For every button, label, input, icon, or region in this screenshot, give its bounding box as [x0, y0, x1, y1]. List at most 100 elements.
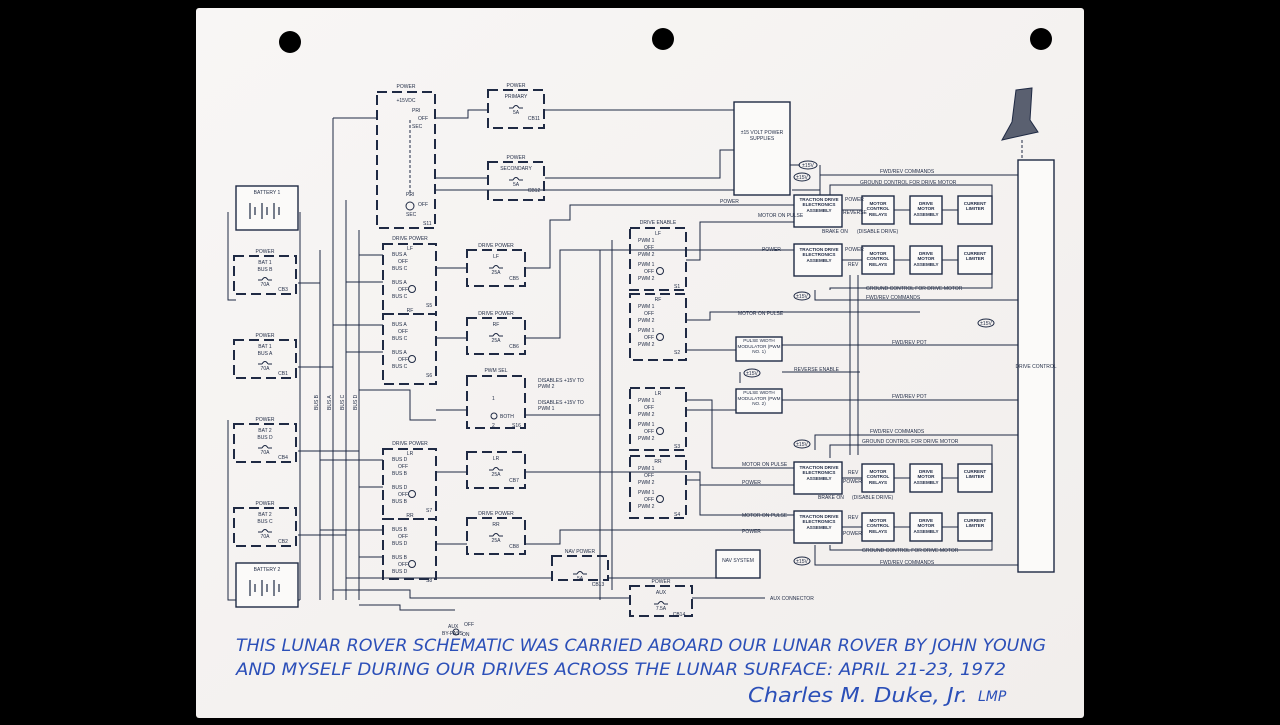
switch-position: SEC — [406, 212, 417, 218]
drive-enable-position: PWM 1 — [638, 328, 655, 334]
limiter-label: CURRENT LIMITER — [963, 251, 987, 262]
signal-label: REVERSE ENABLE — [794, 367, 840, 373]
v15-tag: ±15V — [796, 442, 808, 448]
drive-enable-position: PWM 2 — [638, 318, 655, 324]
solid-units — [235, 101, 1055, 608]
toggle-icon — [408, 490, 416, 498]
signal-label: (DISABLE DRIVE) — [857, 229, 898, 235]
breaker-symbol-icon — [509, 177, 523, 181]
breaker-rating: 70A — [261, 366, 271, 372]
drive-enable-position: OFF — [644, 429, 654, 435]
breaker-code: CB13 — [592, 582, 605, 588]
battery-2-label: BATTERY 2 — [254, 567, 281, 573]
signal-label: POWER — [845, 197, 864, 203]
v15-tag: ±15V — [796, 559, 808, 565]
punch-hole — [652, 28, 674, 50]
drive-enable-position: OFF — [644, 473, 654, 479]
pwm-1-box — [735, 336, 783, 362]
breaker-header: DRIVE POWER — [478, 511, 514, 517]
breaker-symbol-icon — [489, 533, 503, 537]
signal-label: POWER — [845, 247, 864, 253]
signal-label: (DISABLE DRIVE) — [852, 495, 893, 501]
breaker-symbol-icon — [258, 277, 272, 281]
breaker-code: CB3 — [278, 287, 288, 293]
battery-2-box — [235, 562, 299, 608]
breaker-code: CB7 — [509, 478, 519, 484]
breaker-title: LR — [493, 456, 500, 462]
drive-enable-position: PWM 1 — [638, 398, 655, 404]
dashed-panels — [233, 89, 693, 617]
drive-unit-1: TRACTION DRIVE ELECTRONICS ASSEMBLYMOTOR… — [799, 197, 986, 217]
signal-label: MOTOR ON PULSE — [758, 213, 804, 219]
drive-switch-position: OFF — [398, 562, 408, 568]
power-supply-box — [733, 101, 791, 196]
breaker-rating: 7.5A — [656, 606, 667, 612]
toggle-icon — [405, 201, 415, 211]
drive-switch-position: BUS B — [392, 499, 408, 505]
battery-cells — [249, 203, 280, 596]
signal-labels: FWD/REV COMMANDS GROUND CONTROL FOR DRIV… — [720, 169, 963, 566]
v15-tag: ±15V — [802, 163, 814, 169]
breaker-title: SECONDARY — [500, 166, 532, 172]
toggle-icon — [656, 427, 664, 435]
breaker-symbol-icon — [489, 265, 503, 269]
breaker-title: RF — [493, 322, 500, 328]
power-switch-header: POWER — [397, 84, 416, 90]
drive-unit-2: TRACTION DRIVE ELECTRONICS ASSEMBLYMOTOR… — [799, 247, 987, 267]
breaker-rating: 70A — [261, 534, 271, 540]
v15-tag: ±15V — [746, 371, 758, 377]
signature: Charles M. Duke, Jr. — [748, 683, 968, 707]
drive-enable-position: OFF — [644, 311, 654, 317]
signal-label: POWER — [843, 531, 862, 537]
limiter-label: CURRENT LIMITER — [963, 469, 987, 480]
nav-system-label: NAV SYSTEM — [722, 558, 754, 564]
signal-label: REVERSE — [843, 210, 868, 216]
breaker-rating: 25A — [492, 338, 502, 344]
breaker-title: RR — [492, 522, 500, 528]
drive-switch-position: BUS D — [392, 485, 408, 491]
breaker-symbol-icon — [258, 445, 272, 449]
drive-switch-position: BUS A — [392, 350, 407, 356]
breaker-symbol-icon — [489, 333, 503, 337]
breaker-symbol-icon — [573, 571, 587, 575]
breaker-title: BAT 1 — [258, 344, 272, 350]
switch-code: S11 — [423, 221, 432, 227]
breaker-code: CB14 — [673, 612, 686, 618]
drive-enable-position: OFF — [644, 335, 654, 341]
signal-label: GROUND CONTROL FOR DRIVE MOTOR — [866, 286, 963, 292]
breaker-rating: 5A — [513, 110, 520, 116]
relays-label: MOTOR CONTROL RELAYS — [866, 518, 890, 534]
drive-enable-position: OFF — [644, 269, 654, 275]
drive-switch-position: OFF — [398, 259, 408, 265]
breaker-code: CB11 — [528, 116, 540, 122]
v15-tag: ±15V — [980, 321, 992, 327]
bus-label: BUS C — [340, 394, 346, 410]
breaker-header: POWER — [507, 83, 526, 89]
aux-bypass-text: OFF — [464, 622, 474, 628]
drive-switch-position: OFF — [398, 287, 408, 293]
drive-switch-code: S6 — [426, 373, 432, 379]
breaker-symbol-icon — [509, 105, 523, 109]
drive-enable-top: RF — [655, 297, 662, 303]
breaker-rating: 70A — [261, 282, 271, 288]
signal-label: POWER — [843, 479, 862, 485]
drive-switch-bottom: RR — [406, 513, 414, 519]
tde-label: TRACTION DRIVE ELECTRONICS ASSEMBLY — [799, 247, 839, 263]
signal-label: FWD/REV COMMANDS — [870, 429, 925, 435]
signal-label: GROUND CONTROL FOR DRIVE MOTOR — [862, 548, 959, 554]
breaker-symbol-icon — [489, 467, 503, 471]
breaker-header: POWER — [256, 501, 275, 507]
tde-3-box — [793, 461, 843, 495]
breaker-symbol-icon — [258, 529, 272, 533]
relays-label: MOTOR CONTROL RELAYS — [866, 469, 890, 485]
breaker-title: BAT 1 — [258, 260, 272, 266]
